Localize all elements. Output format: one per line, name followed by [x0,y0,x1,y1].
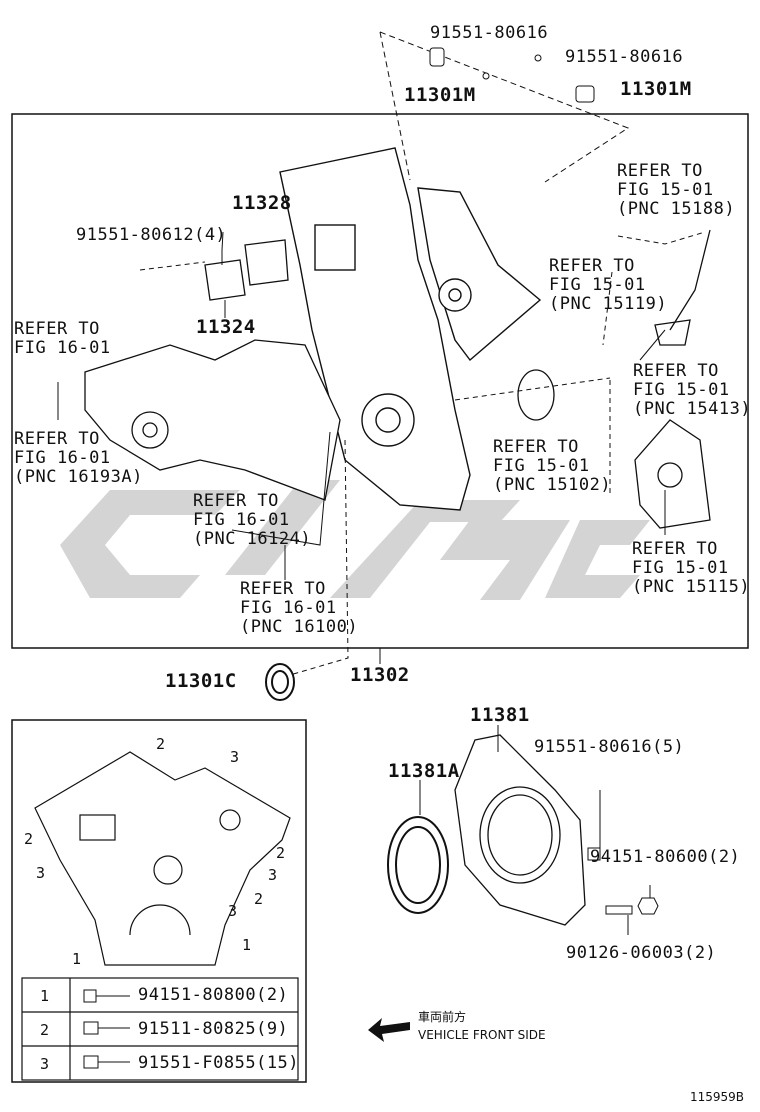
legend-part-1: 94151-80800(2) [138,985,289,1005]
leader-lines [57,231,706,676]
legend-num-2: 2 [40,1021,50,1039]
inset-callout-2-left: 2 [24,830,34,848]
refer-15413-line1: REFER TO [633,361,719,381]
inset-cover-outline [34,751,291,966]
rear-plate-icon [454,734,586,926]
inset-callout-2-right: 2 [276,844,286,862]
refer-16100-line2: FIG 16-01 [240,598,337,618]
oil-pump-icon [517,229,711,529]
label-11381A: 11381A [388,760,460,782]
figure-code: 115959B [690,1090,745,1104]
refer-15188-line3: (PNC 15188) [617,199,736,219]
inset-callout-3-right: 3 [268,866,278,884]
rear-fastener-icons [587,847,659,915]
inset-callout-3-left: 3 [36,864,46,882]
refer-15413-line2: FIG 15-01 [633,380,730,400]
refer-16100-line1: REFER TO [240,579,326,599]
refer-15115-line1: REFER TO [632,539,718,559]
label-front-en: VEHICLE FRONT SIDE [418,1028,546,1042]
label-11302: 11302 [350,664,410,686]
front-oil-seal-icon [265,663,295,701]
refer-15119-line3: (PNC 15119) [549,294,668,314]
rear-leaders [419,725,651,935]
refer-16193A-line3: (PNC 16193A) [14,467,143,487]
sensor-leader [379,31,630,183]
rear-oil-seal-icon [387,816,449,914]
label-11328: 11328 [232,192,292,214]
inset-callout-3-top: 3 [230,748,240,766]
refer-16100-line3: (PNC 16100) [240,617,359,637]
refer-15102-line2: FIG 15-01 [493,456,590,476]
inset-frame [11,719,307,1083]
refer-16193A-line1: REFER TO [14,429,100,449]
inset-callout-2-top: 2 [156,735,166,753]
legend-num-1: 1 [40,987,50,1005]
refer-15119-line1: REFER TO [549,256,635,276]
inset-callout-3-mid: 3 [228,902,238,920]
label-11381: 11381 [470,704,530,726]
legend-bolt-icons [83,989,130,1069]
label-11301C: 11301C [165,670,237,692]
label-bolt-b: 91551-80616 [565,47,684,67]
legend-part-2: 91511-80825(9) [138,1019,289,1039]
inset-callout-2-mid: 2 [254,890,264,908]
legend-num-3: 3 [40,1055,50,1073]
front-direction-arrow-icon [368,1018,410,1042]
inset-callout-1-left: 1 [72,950,82,968]
refer-16124-line2: FIG 16-01 [193,510,290,530]
label-sensor-b: 11301M [620,78,692,100]
refer-15119-line2: FIG 15-01 [549,275,646,295]
refer-16124-line1: REFER TO [193,491,279,511]
cam-sensor-icon [429,47,595,103]
label-front-jp: 車両前方 [418,1010,467,1024]
refer-15102-line1: REFER TO [493,437,579,457]
refer-15102-line3: (PNC 15102) [493,475,612,495]
label-rear-bolt: 91551-80616(5) [534,737,685,757]
label-bolt-a: 91551-80616 [430,23,549,43]
refer-15115-line2: FIG 15-01 [632,558,729,578]
watermark-logo [60,480,650,600]
refer-15413-line3: (PNC 15413) [633,399,752,419]
legend-part-3: 91551-F0855(15) [138,1053,300,1073]
refer-15115-line3: (PNC 15115) [632,577,751,597]
refer-1601-line1: REFER TO [14,319,100,339]
inset-legend-grid [21,977,299,1081]
refer-15188-line1: REFER TO [617,161,703,181]
label-rear-nut: 94151-80600(2) [590,847,741,867]
refer-16193A-line2: FIG 16-01 [14,448,111,468]
label-sensor-a: 11301M [404,84,476,106]
label-11324: 11324 [196,316,256,338]
refer-15188-line2: FIG 15-01 [617,180,714,200]
label-bolt-4: 91551-80612(4) [76,225,227,245]
label-rear-stud: 90126-06003(2) [566,943,717,963]
refer-1601-line2: FIG 16-01 [14,338,111,358]
timing-cover-icon [279,147,542,511]
refer-16124-line3: (PNC 16124) [193,529,312,549]
inset-callout-1-right: 1 [242,936,252,954]
water-pump-icon [84,239,341,501]
